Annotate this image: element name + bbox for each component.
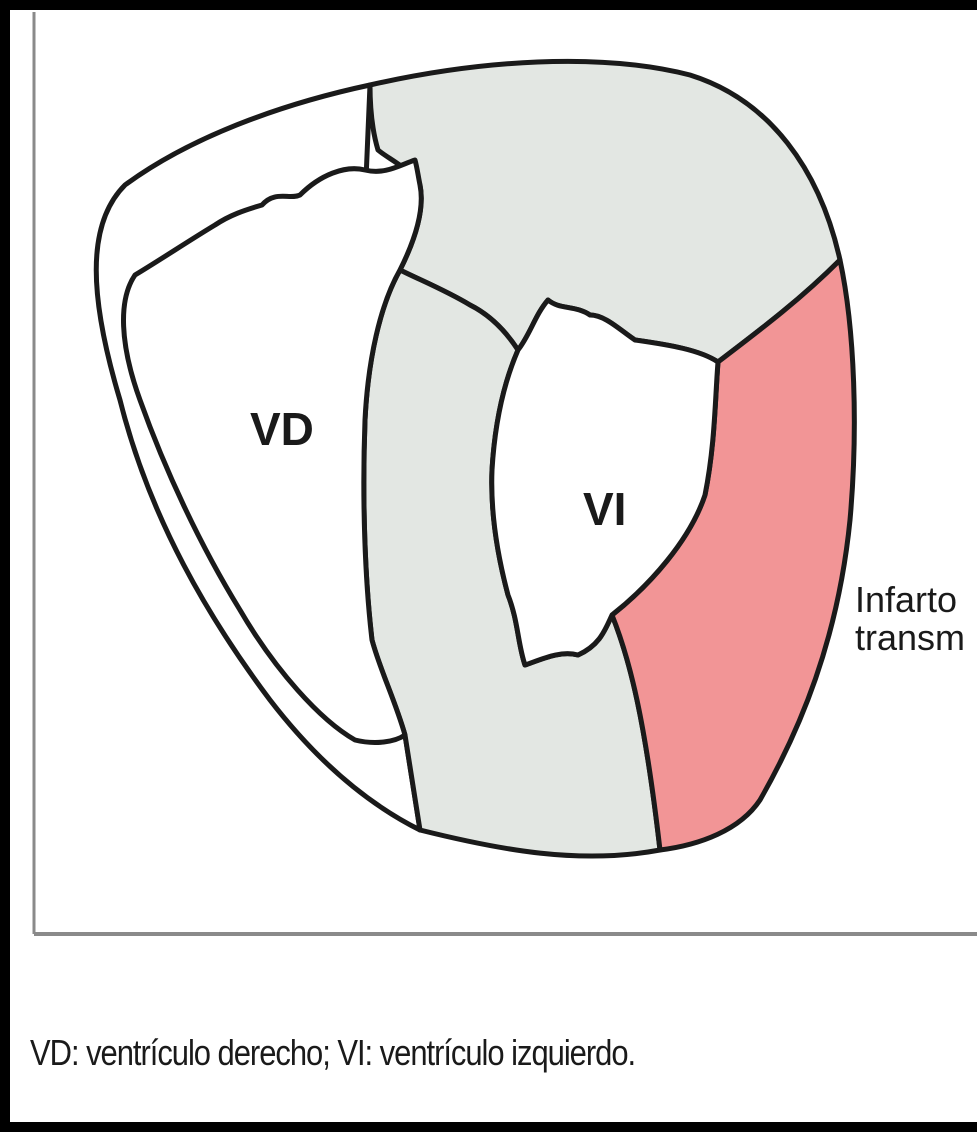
- left-ventricle-label: VI: [583, 483, 626, 535]
- infarct-label-line1: Infarto: [855, 579, 957, 620]
- right-ventricle-label: VD: [250, 403, 314, 455]
- infarct-label-line2: transm: [855, 617, 965, 658]
- figure-caption: VD: ventrículo derecho; VI: ventrículo i…: [30, 1032, 635, 1074]
